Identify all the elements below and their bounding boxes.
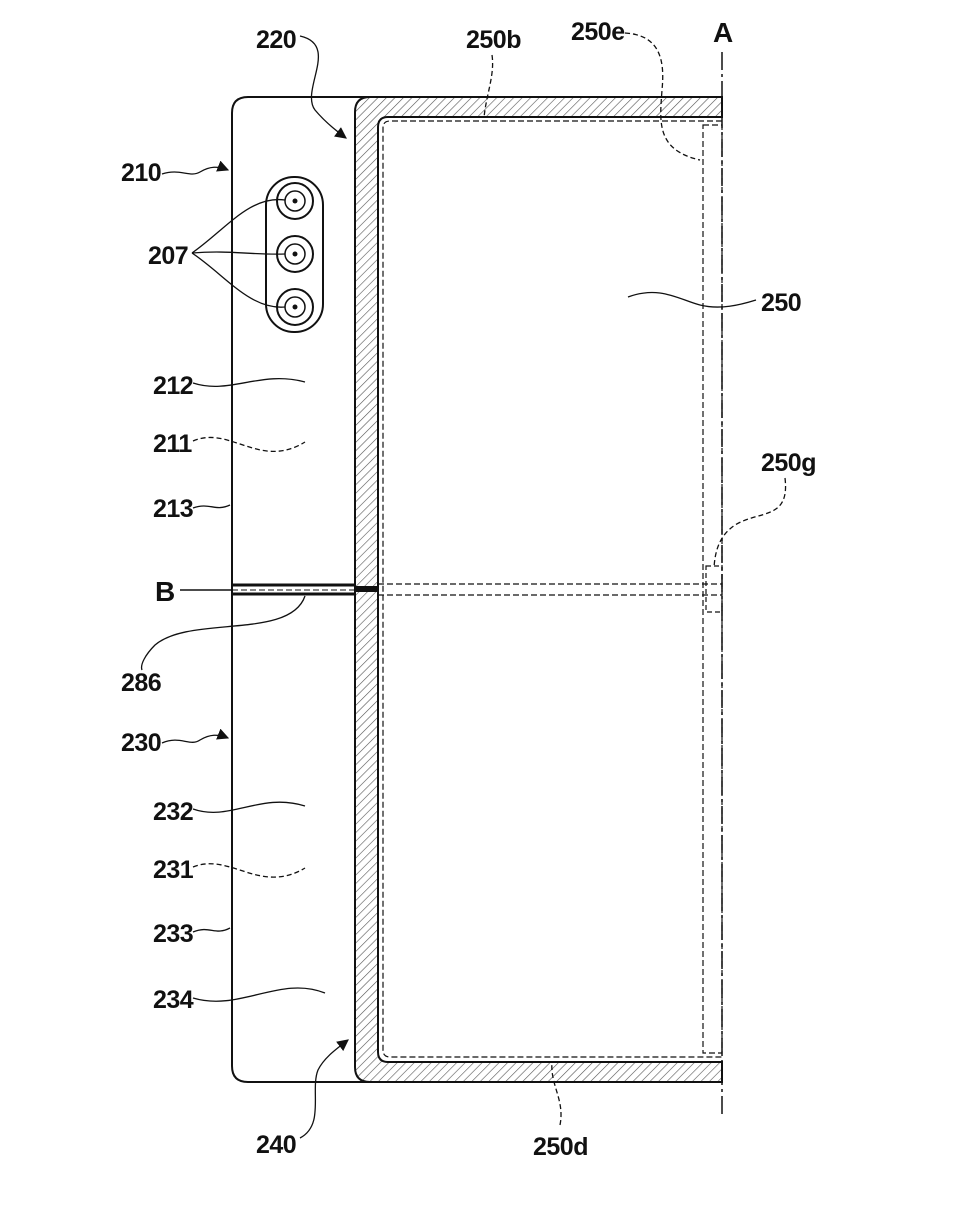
leader-233 [192,927,231,933]
leader-207-b [191,251,286,255]
label-250: 250 [761,289,801,317]
leader-213 [192,504,231,509]
label-210: 210 [121,159,161,187]
label-213: 213 [153,495,193,523]
label-207: 207 [148,242,188,270]
label-220: 220 [256,26,296,54]
label-fold-b: B [155,576,175,607]
leader-220 [299,35,347,139]
leader-240 [299,1039,349,1139]
leader-250b [483,54,494,119]
label-250d: 250d [533,1133,588,1161]
leader-212 [192,378,306,387]
camera-lens-1 [276,182,314,220]
leader-lines [140,32,787,1139]
leader-232 [192,801,306,813]
label-211: 211 [153,430,192,458]
label-233: 233 [153,920,193,948]
hinge-block [355,586,378,592]
leader-250 [627,291,757,308]
label-240: 240 [256,1131,296,1159]
leader-207-c [191,252,286,308]
leader-250e [624,32,701,161]
leader-250g [713,477,787,569]
leader-207-a [191,198,286,254]
leader-231 [192,863,306,878]
leader-211 [192,436,306,453]
label-286: 286 [121,669,161,697]
label-250b: 250b [466,26,521,54]
display-dashed-outline [382,120,722,1058]
label-232: 232 [153,798,193,826]
leader-286 [140,595,306,671]
leader-210 [161,160,230,175]
label-212: 212 [153,372,193,400]
label-231: 231 [153,856,194,884]
leader-230 [161,728,230,744]
hatched-frame [354,96,723,1083]
label-axis-a: A [713,17,733,48]
display-hinge-part [705,565,723,613]
label-234: 234 [153,986,194,1014]
label-230: 230 [121,729,161,757]
label-250e: 250e [571,18,625,46]
label-250g: 250g [761,449,816,477]
leader-250d [551,1061,562,1126]
leader-234 [192,987,326,1002]
